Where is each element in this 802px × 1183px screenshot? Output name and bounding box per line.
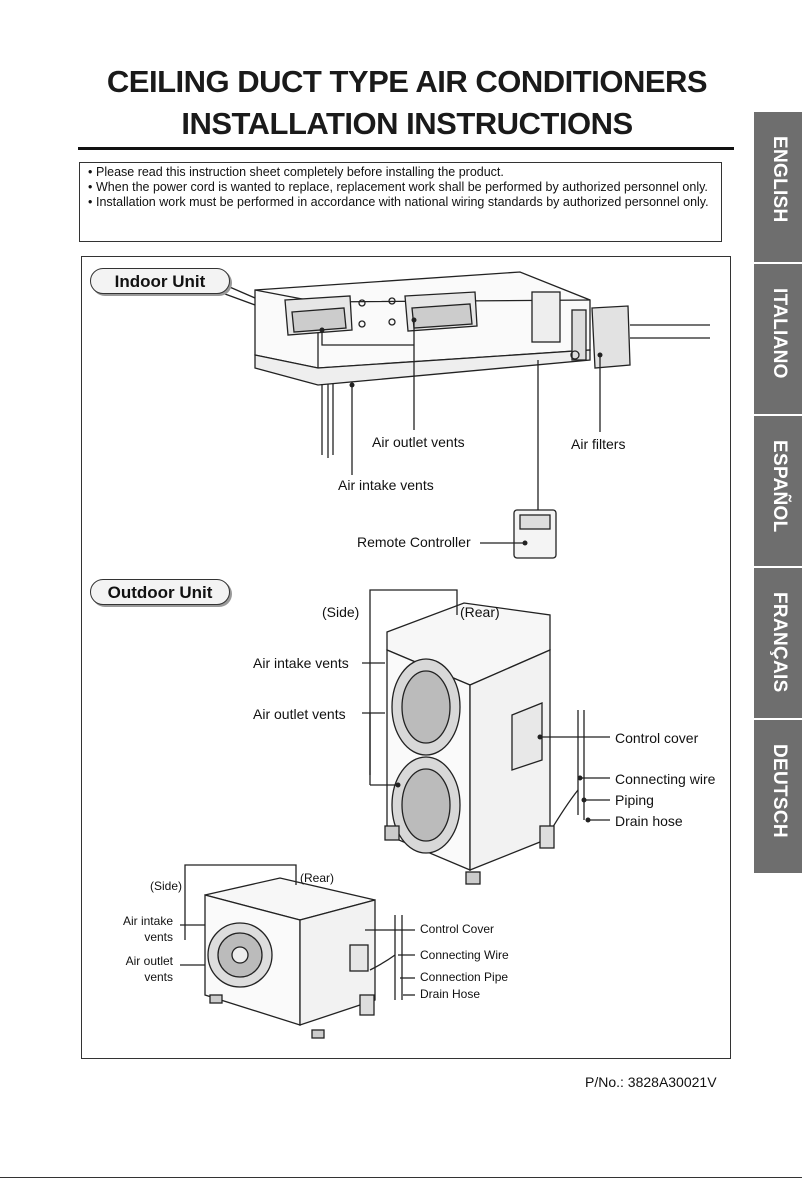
indoor-air-intake-label: Air intake vents: [338, 477, 434, 493]
bottom-rule: [0, 1177, 802, 1178]
small-drain-hose-label: Drain Hose: [420, 987, 481, 1001]
notice-item: Please read this instruction sheet compl…: [86, 165, 715, 180]
air-filter: [591, 305, 631, 369]
tab-francais[interactable]: FRANÇAIS: [754, 566, 802, 718]
page-title-line-2: INSTALLATION INSTRUCTIONS: [181, 106, 633, 141]
notice-item: When the power cord is wanted to replace…: [86, 180, 715, 195]
small-side-label: (Side): [150, 879, 183, 893]
outdoor-air-outlet-label: Air outlet vents: [253, 706, 346, 722]
small-air-intake-label-1: Air intake: [122, 914, 173, 928]
small-connecting-wire-label: Connecting Wire: [420, 948, 509, 962]
control-cover-label: Control cover: [615, 730, 699, 746]
outdoor-side-label: (Side): [322, 604, 360, 620]
indoor-unit-heading: Indoor Unit: [90, 268, 230, 294]
indoor-air-outlet-label: Air outlet vents: [372, 434, 465, 450]
small-control-cover-label: Control Cover: [420, 922, 495, 936]
notice-item: Installation work must be performed in a…: [86, 195, 715, 210]
small-air-outlet-label-1: Air outlet: [125, 954, 173, 968]
small-connection-pipe-label: Connection Pipe: [420, 970, 509, 984]
part-number: P/No.: 3828A30021V: [585, 1074, 717, 1090]
small-air-outlet-label-2: vents: [144, 970, 173, 984]
tab-espanol[interactable]: ESPAÑOL: [754, 414, 802, 566]
outdoor-rear-label: (Rear): [460, 604, 500, 620]
small-rear-label: (Rear): [300, 871, 335, 885]
outdoor-air-intake-label: Air intake vents: [253, 655, 349, 671]
piping-label: Piping: [615, 792, 654, 808]
outdoor-unit-heading: Outdoor Unit: [90, 579, 230, 605]
diagram-panel: [81, 256, 731, 1059]
tab-deutsch[interactable]: DEUTSCH: [754, 718, 802, 873]
connecting-wire-label: Connecting wire: [615, 771, 716, 787]
notice-box: Please read this instruction sheet compl…: [79, 162, 722, 242]
page-title-line-1: CEILING DUCT TYPE AIR CONDITIONERS: [106, 64, 708, 99]
tab-english[interactable]: ENGLISH: [754, 110, 802, 262]
indoor-air-filters-label: Air filters: [571, 436, 626, 452]
tab-italiano[interactable]: ITALIANO: [754, 262, 802, 414]
small-air-intake-label-2: vents: [144, 930, 173, 944]
drain-hose-label: Drain hose: [615, 813, 683, 829]
remote-controller-label: Remote Controller: [357, 534, 471, 550]
title-rule: [78, 147, 734, 150]
language-tabs: ENGLISH ITALIANO ESPAÑOL FRANÇAIS DEUTSC…: [754, 110, 802, 873]
